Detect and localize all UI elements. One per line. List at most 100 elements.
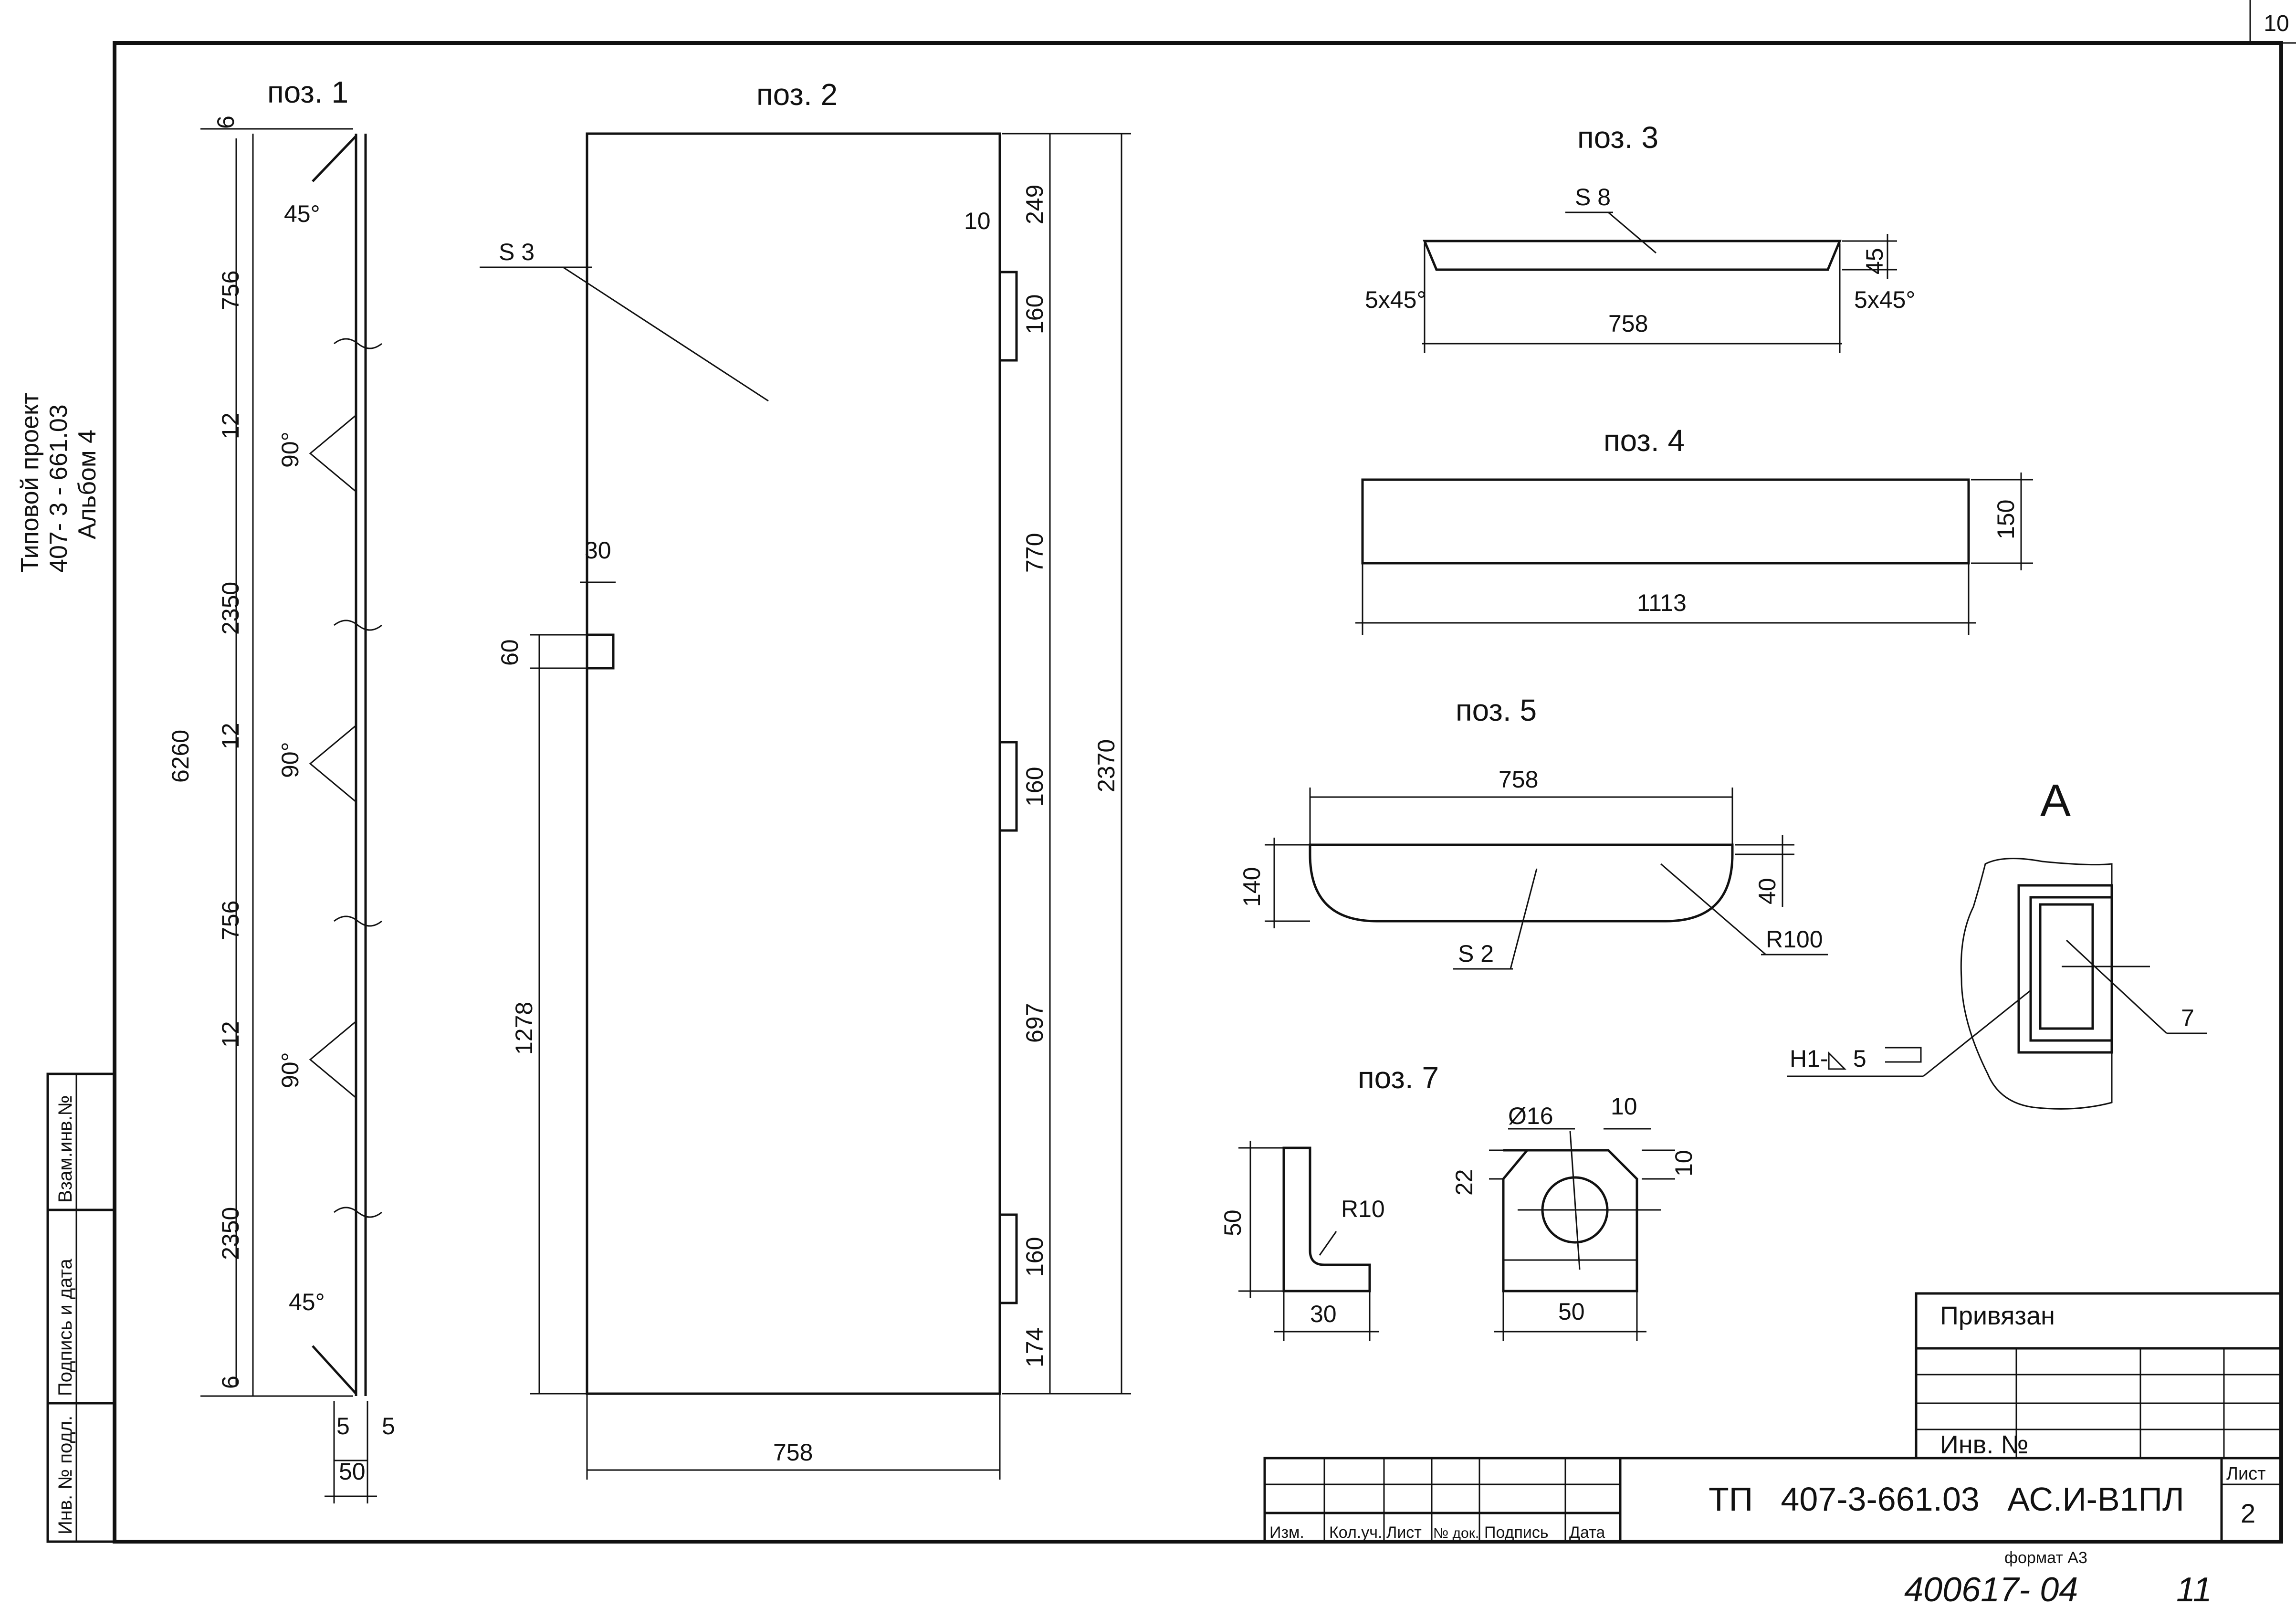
- pos7-front-outline: [1502, 1149, 1638, 1292]
- pos1-break-mark: [334, 620, 382, 631]
- pos4-dim-len: 1113: [1637, 589, 1687, 616]
- pos1-dim-top6: 6: [212, 116, 239, 129]
- pos1-dim-756a: 756: [217, 271, 244, 310]
- pos1-dim-12a: 12: [217, 412, 244, 439]
- pos2-dim-30: 30: [585, 537, 611, 564]
- title-col-list: Лист: [1386, 1523, 1422, 1542]
- title-col-podpis: Подпись: [1484, 1523, 1549, 1542]
- title-col-kol-uch: Кол.уч.: [1329, 1523, 1382, 1542]
- pos1-dim-12b: 12: [217, 723, 244, 749]
- pos7-dim-h50: 50: [1219, 1209, 1246, 1236]
- handwritten-number: 400617- 04: [1904, 1571, 2078, 1609]
- pos7-dim-22: 22: [1451, 1169, 1478, 1196]
- title-inv-no: Инв. №: [1940, 1430, 2028, 1459]
- pos7-dim-w30: 30: [1310, 1301, 1337, 1327]
- side-stamp-line3: Альбом 4: [73, 430, 101, 539]
- title-privyazan: Привязан: [1940, 1302, 2055, 1330]
- pos2-dim-10: 10: [964, 208, 991, 234]
- pos5-view: поз. 5 758 140 40 S 2 R100: [1238, 693, 1828, 970]
- pos7-dim-w50: 50: [1558, 1298, 1585, 1325]
- pos7-side-outline: [1282, 1146, 1371, 1292]
- side-approval-table: Инв. № подл. Подпись и дата Взам.инв.№: [46, 1072, 116, 1543]
- pos4-view: поз. 4 1113 150: [1355, 423, 2033, 635]
- side-inv-orig-label: Инв. № подл.: [55, 1416, 76, 1534]
- pos1-break-mark: [334, 1207, 382, 1218]
- pos2-dim-160a: 160: [1021, 294, 1048, 334]
- sheet-format: формат А3: [2004, 1549, 2087, 1567]
- title-block: Привязан Инв. № Изм. Кол.уч. Лист № док.…: [1263, 1292, 2283, 1543]
- pos2-dim-697: 697: [1021, 1003, 1048, 1043]
- pos3-dim-h45: 45: [1861, 248, 1888, 274]
- pos2-thickness: S 3: [499, 239, 535, 265]
- pos3-chamfer-right: 5x45°: [1854, 286, 1915, 313]
- title-col-izm: Изм.: [1269, 1523, 1304, 1542]
- title-sheet-number: 2: [2241, 1498, 2255, 1528]
- pos1-dim-total: 6260: [167, 730, 194, 783]
- sheet-frame: 10: [113, 0, 2296, 1544]
- pos4-title: поз. 4: [1604, 423, 1685, 458]
- pos5-title: поз. 5: [1456, 693, 1537, 727]
- pos2-dim-2370: 2370: [1093, 739, 1120, 792]
- pos1-view: поз. 1 6260 6 756 12 2350 12 756 12 2350…: [167, 75, 395, 1503]
- side-stamp-line2: 407- 3 - 661.03: [45, 404, 73, 573]
- pos3-dim-len: 758: [1608, 310, 1648, 337]
- pos2-dim-758: 758: [773, 1439, 813, 1466]
- pos5-dim-len: 758: [1499, 766, 1538, 793]
- pos1-dim-756b: 756: [217, 901, 244, 940]
- pos3-title: поз. 3: [1577, 120, 1658, 155]
- title-sheet-label: Лист: [2226, 1464, 2266, 1484]
- pos2-dim-60: 60: [496, 639, 523, 666]
- pos1-angle-90c: 90°: [277, 1052, 304, 1088]
- pos7-dim-10a: 10: [1611, 1093, 1637, 1120]
- pos4-dim-h: 150: [1992, 500, 2019, 539]
- pos5-radius: R100: [1766, 926, 1823, 953]
- pos5-plate-outline: [1309, 843, 1734, 923]
- pos1-angle-90b: 90°: [277, 742, 304, 778]
- pos3-view: поз. 3 S 8 758 45 5x45° 5x45°: [1365, 120, 1915, 353]
- pos2-dim-160c: 160: [1021, 1237, 1048, 1277]
- pos2-dim-174: 174: [1021, 1328, 1048, 1367]
- pos1-dim-w50: 50: [339, 1458, 366, 1485]
- handwritten-page: 11: [2176, 1571, 2212, 1609]
- side-stamp-line1: Типовой проект: [16, 393, 44, 573]
- pos5-thickness: S 2: [1458, 940, 1494, 967]
- pos5-dim-h40: 40: [1754, 878, 1781, 904]
- pos1-angle-45-bot: 45°: [289, 1289, 325, 1315]
- pos1-angle-45-top: 45°: [284, 200, 320, 227]
- detail-a-label: А: [2040, 775, 2071, 826]
- pos1-dim-w5b: 5: [382, 1413, 395, 1439]
- pos2-dim-770: 770: [1021, 533, 1048, 573]
- pos7-radius: R10: [1341, 1196, 1385, 1222]
- pos7-view: поз. 7 50 30 R10 50 Ø16 10 10 22: [1219, 1061, 1697, 1341]
- side-vzam-label: Взам.инв.№: [55, 1095, 76, 1203]
- pos7-diameter: Ø16: [1508, 1103, 1553, 1129]
- sheet-corner-number: 10: [2264, 11, 2289, 36]
- pos1-break-mark: [334, 915, 382, 927]
- pos1-dim-12c: 12: [217, 1021, 244, 1048]
- pos1-dim-bot6: 6: [217, 1376, 244, 1389]
- pos3-chamfer-left: 5x45°: [1365, 286, 1426, 313]
- title-designation: ТП 407-3-661.03 АС.И-В1ПЛ: [1709, 1481, 2184, 1518]
- pos1-angle-90a: 90°: [277, 431, 304, 468]
- title-col-data: Дата: [1569, 1523, 1605, 1542]
- pos3-thickness: S 8: [1575, 184, 1611, 210]
- pos1-break-mark: [334, 338, 382, 349]
- side-sign-date-label: Подпись и дата: [55, 1259, 76, 1396]
- pos2-view: поз. 2 S 3 10 249 160 770 160 697 160 17…: [480, 77, 1131, 1480]
- side-stamp: Типовой проект 407- 3 - 661.03 Альбом 4: [16, 393, 101, 573]
- pos2-dim-1278: 1278: [511, 1002, 537, 1055]
- pos5-dim-h140: 140: [1238, 867, 1265, 907]
- title-col-doc-no: № док.: [1433, 1525, 1479, 1541]
- pos3-plate-outline: [1423, 240, 1842, 271]
- detail-a-callout: 7: [2181, 1005, 2194, 1031]
- pos7-dim-10b: 10: [1670, 1150, 1697, 1177]
- pos4-plate-outline: [1361, 478, 1970, 565]
- pos1-dim-2350b: 2350: [217, 1207, 244, 1260]
- detail-a-weld-label: Н1-◺ 5: [1790, 1045, 1866, 1072]
- pos2-dim-249: 249: [1021, 185, 1048, 224]
- pos2-title: поз. 2: [756, 77, 838, 112]
- detail-a-view: А 7 Н1-◺ 5: [1787, 775, 2207, 1110]
- pos1-dim-w5a: 5: [336, 1413, 350, 1439]
- pos1-dim-2350a: 2350: [217, 582, 244, 635]
